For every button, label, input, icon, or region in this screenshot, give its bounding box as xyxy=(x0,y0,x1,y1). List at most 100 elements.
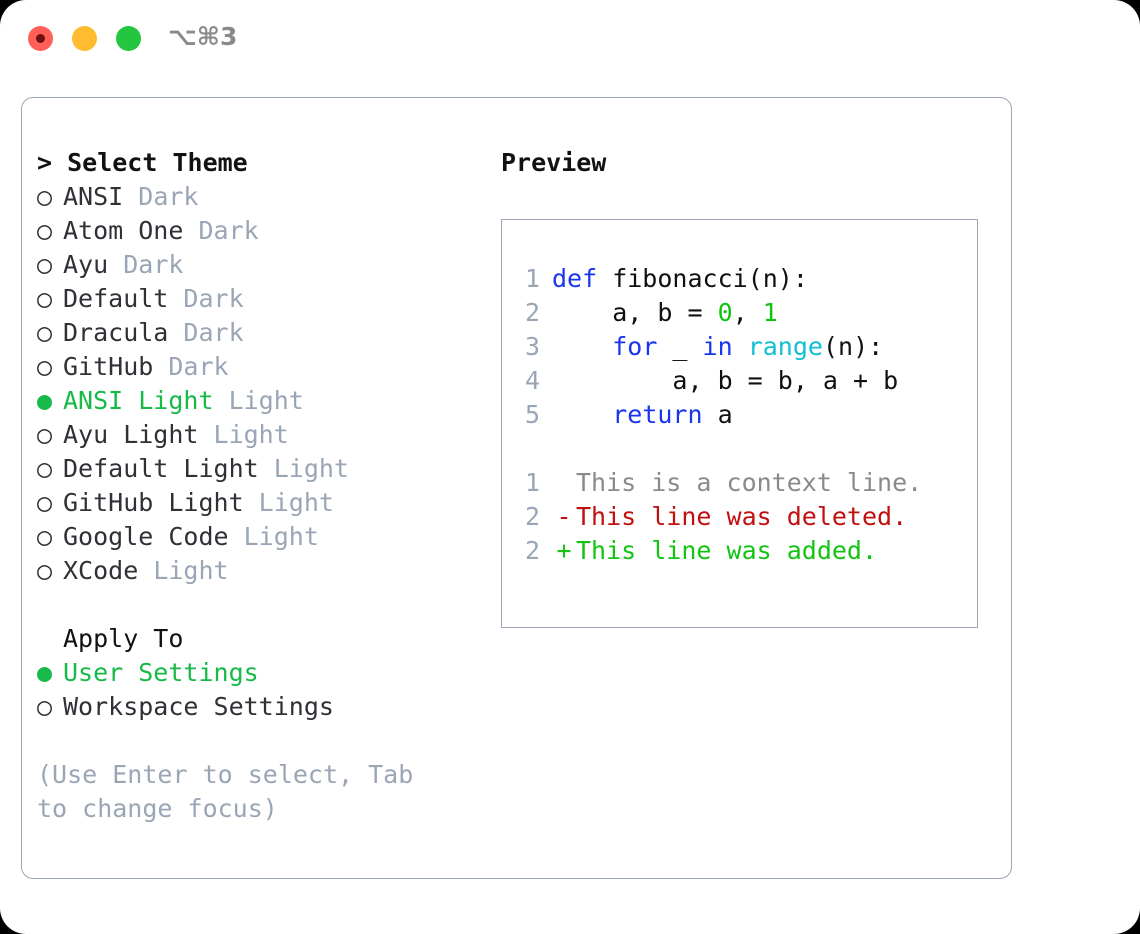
code-line: 3 for _ in range(n): xyxy=(512,330,971,364)
minimize-button[interactable] xyxy=(72,26,97,51)
apply-to-option-user-settings[interactable]: ● User Settings xyxy=(37,656,477,690)
diff-line-ctx: 1 This is a context line. xyxy=(512,466,971,500)
theme-option-name: Default Light xyxy=(63,454,274,483)
radio-unselected-icon[interactable]: ○ xyxy=(37,284,53,313)
preview-heading: Preview xyxy=(501,148,607,177)
radio-unselected-icon[interactable]: ○ xyxy=(37,318,53,347)
line-number: 2 xyxy=(524,536,540,565)
radio-unselected-icon[interactable]: ○ xyxy=(37,556,53,585)
radio-unselected-icon[interactable]: ○ xyxy=(37,352,53,381)
theme-option-ansi-light[interactable]: ● ANSI Light Light xyxy=(37,384,477,418)
select-theme-heading: > Select Theme xyxy=(37,148,248,177)
line-number: 5 xyxy=(524,400,540,429)
code-token xyxy=(733,332,748,361)
main-panel: > Select Theme ○ANSI Dark○Atom One Dark○… xyxy=(21,97,1012,879)
theme-option-name: Google Code xyxy=(63,522,244,551)
theme-option-name: Ayu xyxy=(63,250,124,279)
line-number: 2 xyxy=(524,298,540,327)
code-token: a, b = xyxy=(552,298,718,327)
theme-option-name: Atom One xyxy=(63,216,199,245)
code-token: def xyxy=(552,264,598,293)
radio-selected-icon[interactable]: ● xyxy=(37,658,53,687)
code-token xyxy=(552,400,612,429)
theme-variant-tag: Dark xyxy=(138,182,199,211)
keyboard-hint-text: (Use Enter to select, Tab to change focu… xyxy=(37,760,414,823)
radio-selected-icon[interactable]: ● xyxy=(37,386,53,415)
radio-unselected-icon[interactable]: ○ xyxy=(37,522,53,551)
theme-option-name: GitHub xyxy=(63,352,169,381)
diff-text: This is a context line. xyxy=(576,468,923,497)
theme-option-default[interactable]: ○ Default Dark xyxy=(37,282,477,316)
code-token: in xyxy=(702,332,733,361)
theme-variant-tag: Light xyxy=(213,420,289,449)
theme-option-default-light[interactable]: ○ Default Light Light xyxy=(37,452,477,486)
theme-option-dracula[interactable]: ○ Dracula Dark xyxy=(37,316,477,350)
theme-variant-tag: Light xyxy=(228,386,304,415)
diff-marker: - xyxy=(556,502,572,531)
line-number: 4 xyxy=(524,366,540,395)
theme-variant-tag: Light xyxy=(243,522,319,551)
theme-picker-column: > Select Theme ○ANSI Dark○Atom One Dark○… xyxy=(37,146,477,826)
theme-variant-tag: Dark xyxy=(123,250,184,279)
code-token: a, b = b, a + b xyxy=(552,366,899,395)
code-line: 4 a, b = b, a + b xyxy=(512,364,971,398)
radio-unselected-icon[interactable]: ○ xyxy=(37,454,53,483)
apply-to-heading: Apply To xyxy=(63,624,184,653)
code-token xyxy=(552,332,612,361)
radio-unselected-icon[interactable]: ○ xyxy=(37,216,53,245)
theme-variant-tag: Light xyxy=(273,454,349,483)
diff-line-add: 2 +This line was added. xyxy=(512,534,971,568)
theme-option-github[interactable]: ○GitHub Dark xyxy=(37,350,477,384)
title-bar: ⌥⌘3 xyxy=(0,0,1140,78)
radio-unselected-icon[interactable]: ○ xyxy=(37,182,53,211)
radio-unselected-icon[interactable]: ○ xyxy=(37,250,53,279)
line-number: 3 xyxy=(524,332,540,361)
zoom-button[interactable] xyxy=(116,26,141,51)
code-token: _ xyxy=(657,332,703,361)
diff-line-del: 2-This line was deleted. xyxy=(512,500,971,534)
diff-marker: + xyxy=(556,536,572,565)
radio-unselected-icon[interactable]: ○ xyxy=(37,692,53,721)
theme-option-atom-one[interactable]: ○Atom One Dark xyxy=(37,214,477,248)
theme-option-google-code[interactable]: ○ Google Code Light xyxy=(37,520,477,554)
diff-text: This line was deleted. xyxy=(576,502,908,531)
code-token: , xyxy=(732,298,763,327)
theme-option-list[interactable]: ○ ANSI Dark ○ Atom One Dark ○ Ayu Dark ○ Defaul… xyxy=(37,180,477,588)
keyboard-shortcut-label: ⌥⌘3 xyxy=(168,22,238,51)
close-button[interactable] xyxy=(28,26,53,51)
radio-unselected-icon[interactable]: ○ xyxy=(37,420,53,449)
code-token: a xyxy=(702,400,733,429)
diff-sample: 1 This is a context line.2-This line was… xyxy=(512,466,971,568)
theme-option-ayu[interactable]: ○ Ayu Dark xyxy=(37,248,477,282)
theme-option-name: Dracula xyxy=(63,318,184,347)
theme-option-name: Default xyxy=(63,284,184,313)
theme-option-name: ANSI Light xyxy=(63,386,229,415)
theme-variant-tag: Light xyxy=(153,556,229,585)
apply-to-option-workspace-settings[interactable]: ○ Workspace Settings xyxy=(37,690,477,724)
apply-to-option-label: User Settings xyxy=(63,658,259,687)
theme-option-ayu-light[interactable]: ○ Ayu Light Light xyxy=(37,418,477,452)
apply-to-option-list[interactable]: ● User Settings ○ Workspace Settings xyxy=(37,656,477,724)
radio-unselected-icon[interactable]: ○ xyxy=(37,488,53,517)
theme-option-name: XCode xyxy=(63,556,154,585)
theme-variant-tag: Dark xyxy=(183,284,244,313)
theme-option-name: ANSI xyxy=(63,182,139,211)
line-number: 2 xyxy=(524,502,540,531)
theme-option-name: Ayu Light xyxy=(63,420,214,449)
code-token: range xyxy=(747,332,823,361)
traffic-light-buttons xyxy=(28,26,141,51)
theme-option-github-light[interactable]: ○GitHub Light Light xyxy=(37,486,477,520)
apply-to-option-label: Workspace Settings xyxy=(63,692,334,721)
diff-text: This line was added. xyxy=(576,536,878,565)
code-token: return xyxy=(612,400,703,429)
code-token: fibonacci(n): xyxy=(597,264,808,293)
theme-option-ansi[interactable]: ○ ANSI Dark xyxy=(37,180,477,214)
code-line: 2 a, b = 0, 1 xyxy=(512,296,971,330)
theme-option-name: GitHub Light xyxy=(63,488,259,517)
theme-variant-tag: Dark xyxy=(183,318,244,347)
theme-option-xcode[interactable]: ○ XCode Light xyxy=(37,554,477,588)
